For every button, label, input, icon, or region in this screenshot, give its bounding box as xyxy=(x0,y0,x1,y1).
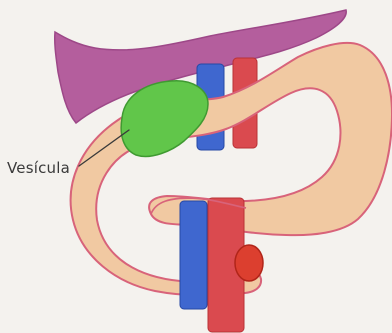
portal-vein-lower xyxy=(180,201,207,309)
duodenal-lumen xyxy=(235,245,263,281)
gallbladder-label: Vesícula xyxy=(7,159,70,177)
